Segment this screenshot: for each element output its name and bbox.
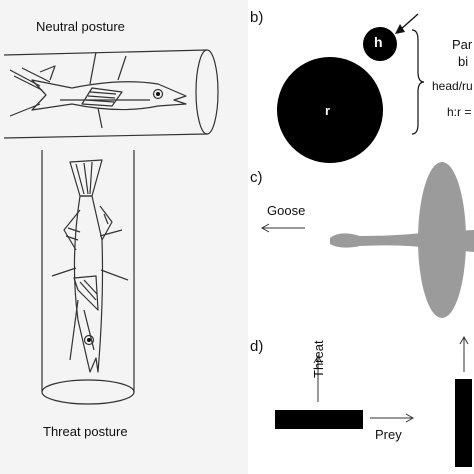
panel-d-label: d) bbox=[250, 338, 264, 355]
panel-a-background bbox=[0, 0, 248, 474]
prey-arrow-head bbox=[405, 413, 415, 423]
vertical-black-bar bbox=[455, 379, 472, 467]
neutral-fish-eye bbox=[152, 88, 164, 100]
horizontal-black-bar bbox=[275, 410, 363, 429]
partial-arrow-head bbox=[459, 335, 469, 345]
neutral-fish bbox=[9, 51, 187, 129]
panel-b-text-line1: Par bbox=[452, 37, 473, 52]
bracket bbox=[411, 29, 425, 135]
gray-fish-silhouette bbox=[330, 162, 474, 318]
threat-fish-pupil bbox=[87, 338, 91, 342]
pointer-arrow-line bbox=[399, 13, 419, 31]
neutral-fish-pupil bbox=[156, 92, 160, 96]
panel-b-text-line3: head/ru bbox=[432, 79, 473, 93]
circle-r-label: r bbox=[325, 103, 331, 118]
small-circle-h bbox=[363, 27, 397, 61]
pointer-arrow-head bbox=[395, 24, 405, 34]
horizontal-tube bbox=[3, 49, 219, 139]
prey-label: Prey bbox=[375, 427, 402, 442]
vertical-tube bbox=[41, 150, 135, 405]
threat-vertical-label: Threat bbox=[311, 340, 326, 378]
threat-arrow-head bbox=[313, 354, 323, 364]
panel-c-label: c) bbox=[250, 169, 263, 186]
threat-posture-label: Threat posture bbox=[43, 424, 128, 439]
threat-fish bbox=[51, 159, 129, 373]
panel-b-label: b) bbox=[250, 9, 264, 26]
goose-arrow-head bbox=[260, 223, 270, 233]
circle-h-label: h bbox=[374, 34, 383, 50]
large-circle-r bbox=[277, 57, 383, 163]
neutral-posture-label: Neutral posture bbox=[36, 19, 125, 34]
panel-b-text-line4: h:r = bbox=[447, 105, 472, 119]
panel-b-text-line2: bi bbox=[458, 54, 469, 69]
threat-fish-eye bbox=[83, 334, 95, 346]
goose-label: Goose bbox=[267, 203, 306, 218]
